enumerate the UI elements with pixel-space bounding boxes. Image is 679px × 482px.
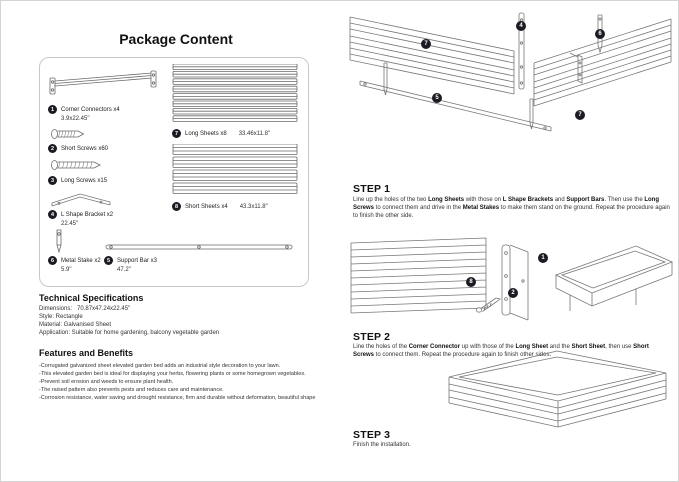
item-label: Corner Connectors x4 xyxy=(61,106,120,113)
item-number-badge: 7 xyxy=(172,129,181,138)
package-item: 2 Short Screws x60 xyxy=(48,144,108,153)
feature-line: -Prevent soil erosion and weeds to ensur… xyxy=(39,379,174,385)
step1-title: STEP 1 xyxy=(353,183,391,195)
item-number-badge: 1 xyxy=(48,105,57,114)
item-size: 33.46x11.8" xyxy=(238,130,271,137)
item-size: 43.3x11.8" xyxy=(239,203,268,210)
page-title: Package Content xyxy=(119,31,233,47)
item-size: 22.45" xyxy=(61,221,79,227)
feature-line: -This elevated garden bed is ideal for d… xyxy=(39,371,306,377)
package-content-box: 1 Corner Connectors x4 3.9x22.45" 2 Shor… xyxy=(39,57,309,287)
item-label: L Shape Bracket x2 xyxy=(61,211,114,218)
package-item: 5 Support Bar x3 xyxy=(104,256,157,265)
technical-specifications-title: Technical Specifications xyxy=(39,293,144,303)
item-number-badge: 2 xyxy=(48,144,57,153)
item-label: Short Screws x60 xyxy=(61,145,109,152)
item-label: Short Sheets x4 xyxy=(185,203,228,210)
item-number-badge: 4 xyxy=(48,210,57,219)
finished-bed-diagram-step3 xyxy=(439,343,676,435)
item-number-badge: 6 xyxy=(48,256,57,265)
diagram-badge: 7 xyxy=(421,39,431,49)
spec-line: Dimensions: 70.87x47.24x22.45" xyxy=(39,306,131,312)
long-sheets-stack-icon xyxy=(172,64,300,126)
step3-title: STEP 3 xyxy=(353,429,391,441)
long-screw-icon xyxy=(50,159,102,171)
short-sheets-stack-icon xyxy=(172,144,300,196)
package-item: 6 Metal Stake x2 xyxy=(48,256,101,265)
package-item: 4 L Shape Bracket x2 xyxy=(48,210,113,219)
package-item: 8 Short Sheets x4 43.3x11.8" xyxy=(172,202,268,211)
diagram-badge: 6 xyxy=(595,29,605,39)
spec-line: Material: Galvanised Sheet xyxy=(39,322,112,328)
feature-line: -Corrugated galvanized sheet elevated ga… xyxy=(39,363,281,369)
step2-text: Line the holes of the Corner Connector u… xyxy=(353,344,649,358)
feature-line: -The raised pattern also prevents pests … xyxy=(39,387,224,393)
step1-text: Line up the holes of the two Long Sheets… xyxy=(353,197,670,219)
item-number-badge: 8 xyxy=(172,202,181,211)
features-benefits: -Corrugated galvanized sheet elevated ga… xyxy=(39,362,339,402)
diagram-badge: 5 xyxy=(432,93,442,103)
corner-detail-diagram-step2: 8 2 1 xyxy=(346,231,676,329)
item-label: Support Bar x3 xyxy=(117,257,158,264)
item-number-badge: 5 xyxy=(104,256,113,265)
item-size: 47.2" xyxy=(117,267,131,273)
package-item: 7 Long Sheets x8 33.46x11.8" xyxy=(172,129,270,138)
short-screw-icon xyxy=(50,128,86,140)
package-item: 1 Corner Connectors x4 xyxy=(48,105,120,114)
spec-line: Style: Rectangle xyxy=(39,314,83,320)
item-size: 5.9" xyxy=(61,267,72,273)
item-size: 3.9x22.45" xyxy=(61,116,90,122)
technical-specifications: Dimensions: 70.87x47.24x22.45" Style: Re… xyxy=(39,305,339,337)
diagram-badge: 8 xyxy=(466,277,476,287)
feature-line: -Corrosion resistance, water saving and … xyxy=(39,395,316,401)
item-number-badge: 3 xyxy=(48,176,57,185)
item-label: Long Sheets x8 xyxy=(185,130,227,137)
package-item: 3 Long Screws x15 xyxy=(48,176,107,185)
step2-title: STEP 2 xyxy=(353,331,391,343)
spec-line: Application: Suitable for home gardening… xyxy=(39,330,220,336)
l-bracket-icon xyxy=(50,190,112,208)
diagram-badge: 2 xyxy=(508,288,518,298)
diagram-badge: 7 xyxy=(575,110,585,120)
step3-text: Finish the installation. xyxy=(353,442,411,448)
metal-stake-icon xyxy=(52,228,66,254)
diagram-badge: 4 xyxy=(516,21,526,31)
support-bar-icon xyxy=(104,242,296,252)
features-benefits-title: Features and Benefits xyxy=(39,348,134,358)
item-label: Metal Stake x2 xyxy=(61,257,101,264)
diagram-badge: 1 xyxy=(538,253,548,263)
assembly-diagram-step1: 7 4 6 5 7 xyxy=(346,5,676,177)
corner-connector-icon xyxy=(46,64,164,102)
item-label: Long Screws x15 xyxy=(61,177,108,184)
